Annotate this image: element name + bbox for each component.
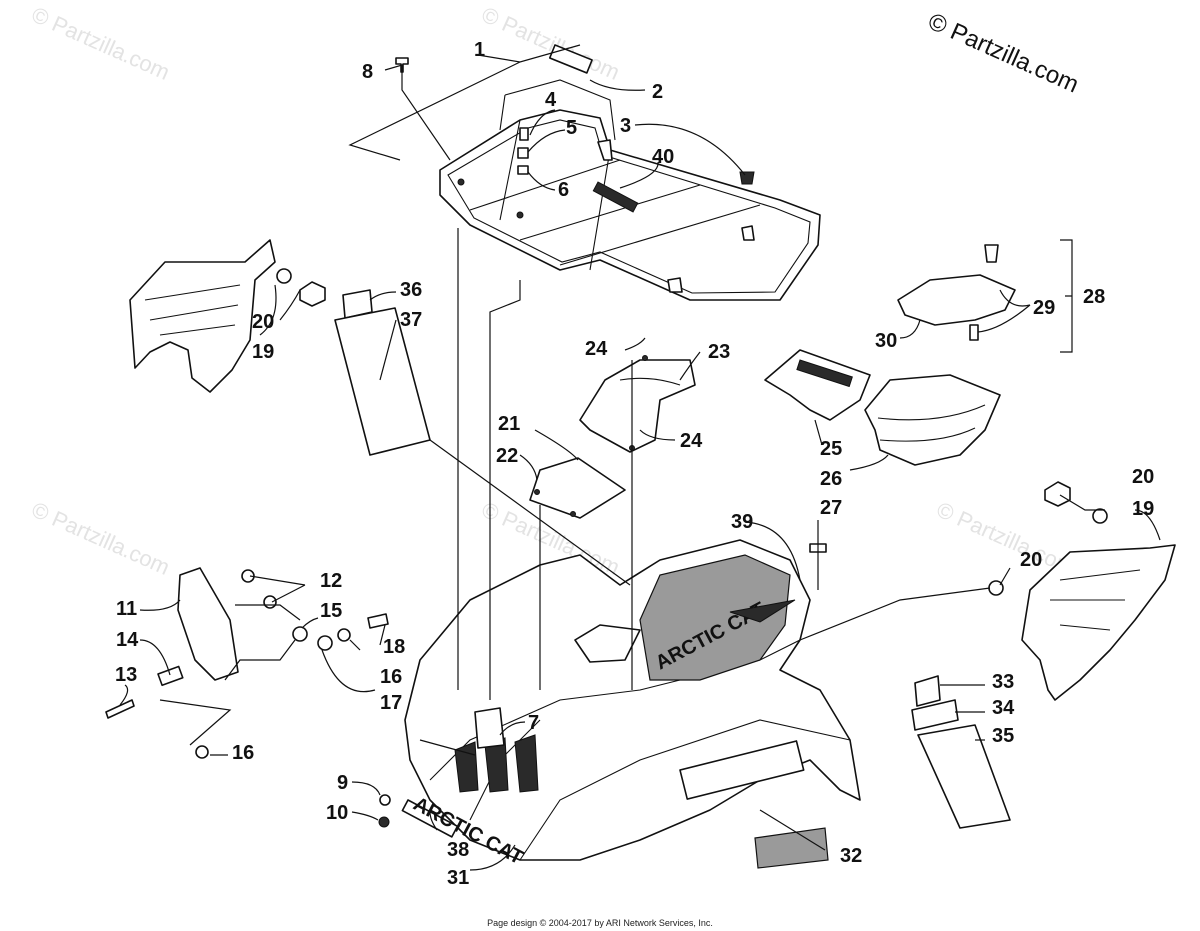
callout-21: 21 <box>498 413 520 435</box>
decal-32 <box>754 827 829 869</box>
front-rack <box>439 44 821 301</box>
callout-11: 11 <box>116 598 137 620</box>
callout-15: 15 <box>320 600 342 622</box>
washer-9 <box>379 794 391 806</box>
callout-25: 25 <box>820 438 842 460</box>
right-side-panel <box>988 481 1176 701</box>
hood-raised-panel <box>639 554 791 681</box>
callout-35: 35 <box>992 725 1014 747</box>
headlight-lens <box>679 740 805 800</box>
callout-9: 9 <box>337 772 348 794</box>
callout-39: 39 <box>731 511 753 533</box>
callout-31: 31 <box>447 867 469 889</box>
screw-13 <box>105 699 135 719</box>
callout-20-right: 20 <box>1020 549 1042 571</box>
nut-6 <box>517 165 529 175</box>
callout-24b: 24 <box>680 430 703 452</box>
left-side-panel <box>129 239 326 393</box>
front-body: ARCTIC CAT <box>404 539 861 861</box>
callout-18: 18 <box>383 636 405 658</box>
callout-32: 32 <box>840 845 862 867</box>
storage-box <box>764 244 1016 466</box>
callout-17: 17 <box>380 692 402 714</box>
rack-decal-40 <box>592 181 639 213</box>
callout-12: 12 <box>320 570 342 592</box>
callout-24a: 24 <box>585 338 608 360</box>
washer-16 <box>337 628 351 642</box>
callout-7: 7 <box>528 712 539 734</box>
page-footer: Page design © 2004-2017 by ARI Network S… <box>487 918 713 928</box>
washer-16b <box>195 745 209 759</box>
callout-20-left: 20 <box>252 311 274 333</box>
callout-1: 1 <box>474 39 485 61</box>
callout-16b: 16 <box>232 742 254 764</box>
callout-4: 4 <box>545 89 557 111</box>
callout-19-right: 19 <box>1132 498 1154 520</box>
callout-22: 22 <box>496 445 518 467</box>
bolt-18 <box>367 613 389 629</box>
grommet-20-left <box>276 268 292 284</box>
callout-37: 37 <box>400 309 422 331</box>
washer-15 <box>292 626 308 642</box>
callout-6: 6 <box>558 179 569 201</box>
callout-29: 29 <box>1033 297 1055 319</box>
callout-19-left: 19 <box>252 341 274 363</box>
watermark-1: © Partzilla.com <box>28 2 174 85</box>
callout-26: 26 <box>820 468 842 490</box>
hex-nut-left <box>299 281 326 307</box>
callout-38: 38 <box>447 839 469 861</box>
panels-21-23 <box>529 355 696 519</box>
plug-3 <box>739 171 755 185</box>
watermark-3: © Partzilla.com <box>28 497 174 580</box>
callout-28: 28 <box>1083 286 1105 308</box>
callout-27: 27 <box>820 497 842 519</box>
callout-36: 36 <box>400 279 422 301</box>
decals-33-35 <box>911 675 1011 829</box>
spring-14 <box>157 665 184 687</box>
grommet-20-right-top <box>1092 508 1108 524</box>
bushing-17 <box>317 635 333 651</box>
rack-hardware <box>395 57 755 185</box>
nut-10 <box>378 816 390 828</box>
small-hardware <box>378 543 827 828</box>
callout-10: 10 <box>326 802 348 824</box>
leader-lines <box>119 44 1161 871</box>
callout-33: 33 <box>992 671 1014 693</box>
callout-40: 40 <box>652 146 674 168</box>
callout-numbers: 1 2 3 4 5 6 7 8 9 10 11 12 13 14 15 16 1… <box>115 39 1154 889</box>
spacer-5 <box>517 147 529 159</box>
bolt-4 <box>519 127 529 141</box>
rack-plate-1 <box>548 44 593 74</box>
callout-34: 34 <box>992 697 1015 719</box>
callout-14: 14 <box>116 629 139 651</box>
flap-assembly <box>105 567 389 759</box>
callout-13: 13 <box>115 664 137 686</box>
hex-nut-right <box>1044 481 1071 507</box>
callout-23: 23 <box>708 341 730 363</box>
callout-5: 5 <box>566 117 577 139</box>
callout-20-right-top: 20 <box>1132 466 1154 488</box>
callout-2: 2 <box>652 81 663 103</box>
callout-30: 30 <box>875 330 897 352</box>
hood-mount-7 <box>474 707 505 749</box>
callout-3: 3 <box>620 115 631 137</box>
callout-16a: 16 <box>380 666 402 688</box>
callout-8: 8 <box>362 61 373 83</box>
